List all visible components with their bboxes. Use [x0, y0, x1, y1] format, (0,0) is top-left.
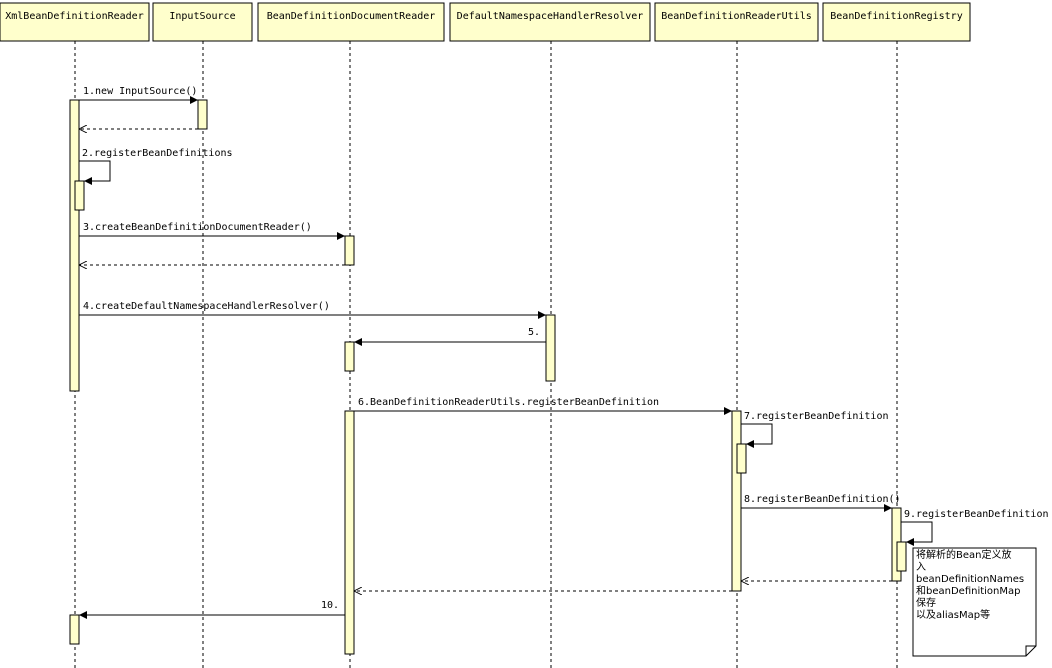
- participant-label: DefaultNamespaceHandlerResolver: [457, 11, 644, 22]
- activation-bar: [344, 235, 355, 266]
- self-message-arrow: [79, 160, 111, 185]
- message-6: 6.BeanDefinitionReaderUtils.registerBean…: [354, 397, 732, 415]
- message-9: 9.registerBeanDefinition: [901, 509, 1049, 546]
- participant-box: [449, 2, 651, 42]
- activation-bar: [545, 314, 556, 382]
- activation-bar: [197, 99, 208, 130]
- message-7: 7.registerBeanDefinition: [741, 411, 889, 448]
- note-fold: [1025, 645, 1036, 656]
- participant-box: [152, 2, 253, 42]
- note-text: 将解析的Bean定义放 入 beanDefinitionNames 和beanD…: [916, 550, 1025, 621]
- self-message-arrow: [901, 521, 933, 546]
- message-label: 10.: [321, 600, 339, 611]
- participant-utils[interactable]: BeanDefinitionReaderUtils: [654, 2, 819, 42]
- message-2: 2.registerBeanDefinitions: [79, 148, 233, 185]
- self-message-arrow: [741, 423, 773, 448]
- participant-label: BeanDefinitionRegistry: [830, 11, 962, 22]
- note-box: [912, 547, 1037, 657]
- message-4: 4.createDefaultNamespaceHandlerResolver(…: [79, 301, 546, 319]
- participant-label: InputSource: [169, 11, 235, 22]
- note: [912, 547, 1037, 657]
- participant-box: [257, 2, 445, 42]
- activation-bar: [736, 443, 747, 474]
- message-1: 1.new InputSource(): [79, 86, 198, 104]
- participant-label: XmlBeanDefinitionReader: [5, 11, 143, 22]
- message-8: 8.registerBeanDefinition(): [741, 494, 901, 512]
- participant-input[interactable]: InputSource: [152, 2, 253, 42]
- activation-bar: [344, 410, 355, 655]
- message-3: 3.createBeanDefinitionDocumentReader(): [79, 222, 345, 240]
- message-label: 6.BeanDefinitionReaderUtils.registerBean…: [358, 397, 659, 408]
- message-label: 8.registerBeanDefinition(): [744, 494, 901, 505]
- participant-label: BeanDefinitionReaderUtils: [661, 11, 812, 22]
- message-label: 5.: [528, 327, 540, 338]
- note-body: 将解析的Bean定义放 入 beanDefinitionNames 和beanD…: [916, 550, 1038, 622]
- activation-bar: [344, 341, 355, 372]
- activation-bar: [731, 410, 742, 592]
- message-label: 3.createBeanDefinitionDocumentReader(): [83, 222, 312, 233]
- activation-bar: [69, 99, 80, 392]
- message-label: 9.registerBeanDefinition: [904, 509, 1049, 520]
- participant-box: [654, 2, 819, 42]
- activation-bar: [74, 180, 85, 211]
- activation-bar: [69, 614, 80, 645]
- participant-docreader[interactable]: BeanDefinitionDocumentReader: [257, 2, 445, 42]
- message-label: 7.registerBeanDefinition: [744, 411, 889, 422]
- activation-bar: [896, 541, 907, 572]
- participant-box: [0, 2, 150, 42]
- message-10: 10.: [79, 600, 345, 619]
- message-label: 4.createDefaultNamespaceHandlerResolver(…: [83, 301, 330, 312]
- participant-box: [822, 2, 971, 42]
- participant-registry[interactable]: BeanDefinitionRegistry: [822, 2, 971, 42]
- message-label: 2.registerBeanDefinitions: [82, 148, 233, 159]
- message-5: 5.: [354, 327, 546, 346]
- participant-nsresolver[interactable]: DefaultNamespaceHandlerResolver: [449, 2, 651, 42]
- participant-xml[interactable]: XmlBeanDefinitionReader: [0, 2, 150, 42]
- participant-label: BeanDefinitionDocumentReader: [267, 11, 436, 22]
- message-label: 1.new InputSource(): [83, 86, 197, 97]
